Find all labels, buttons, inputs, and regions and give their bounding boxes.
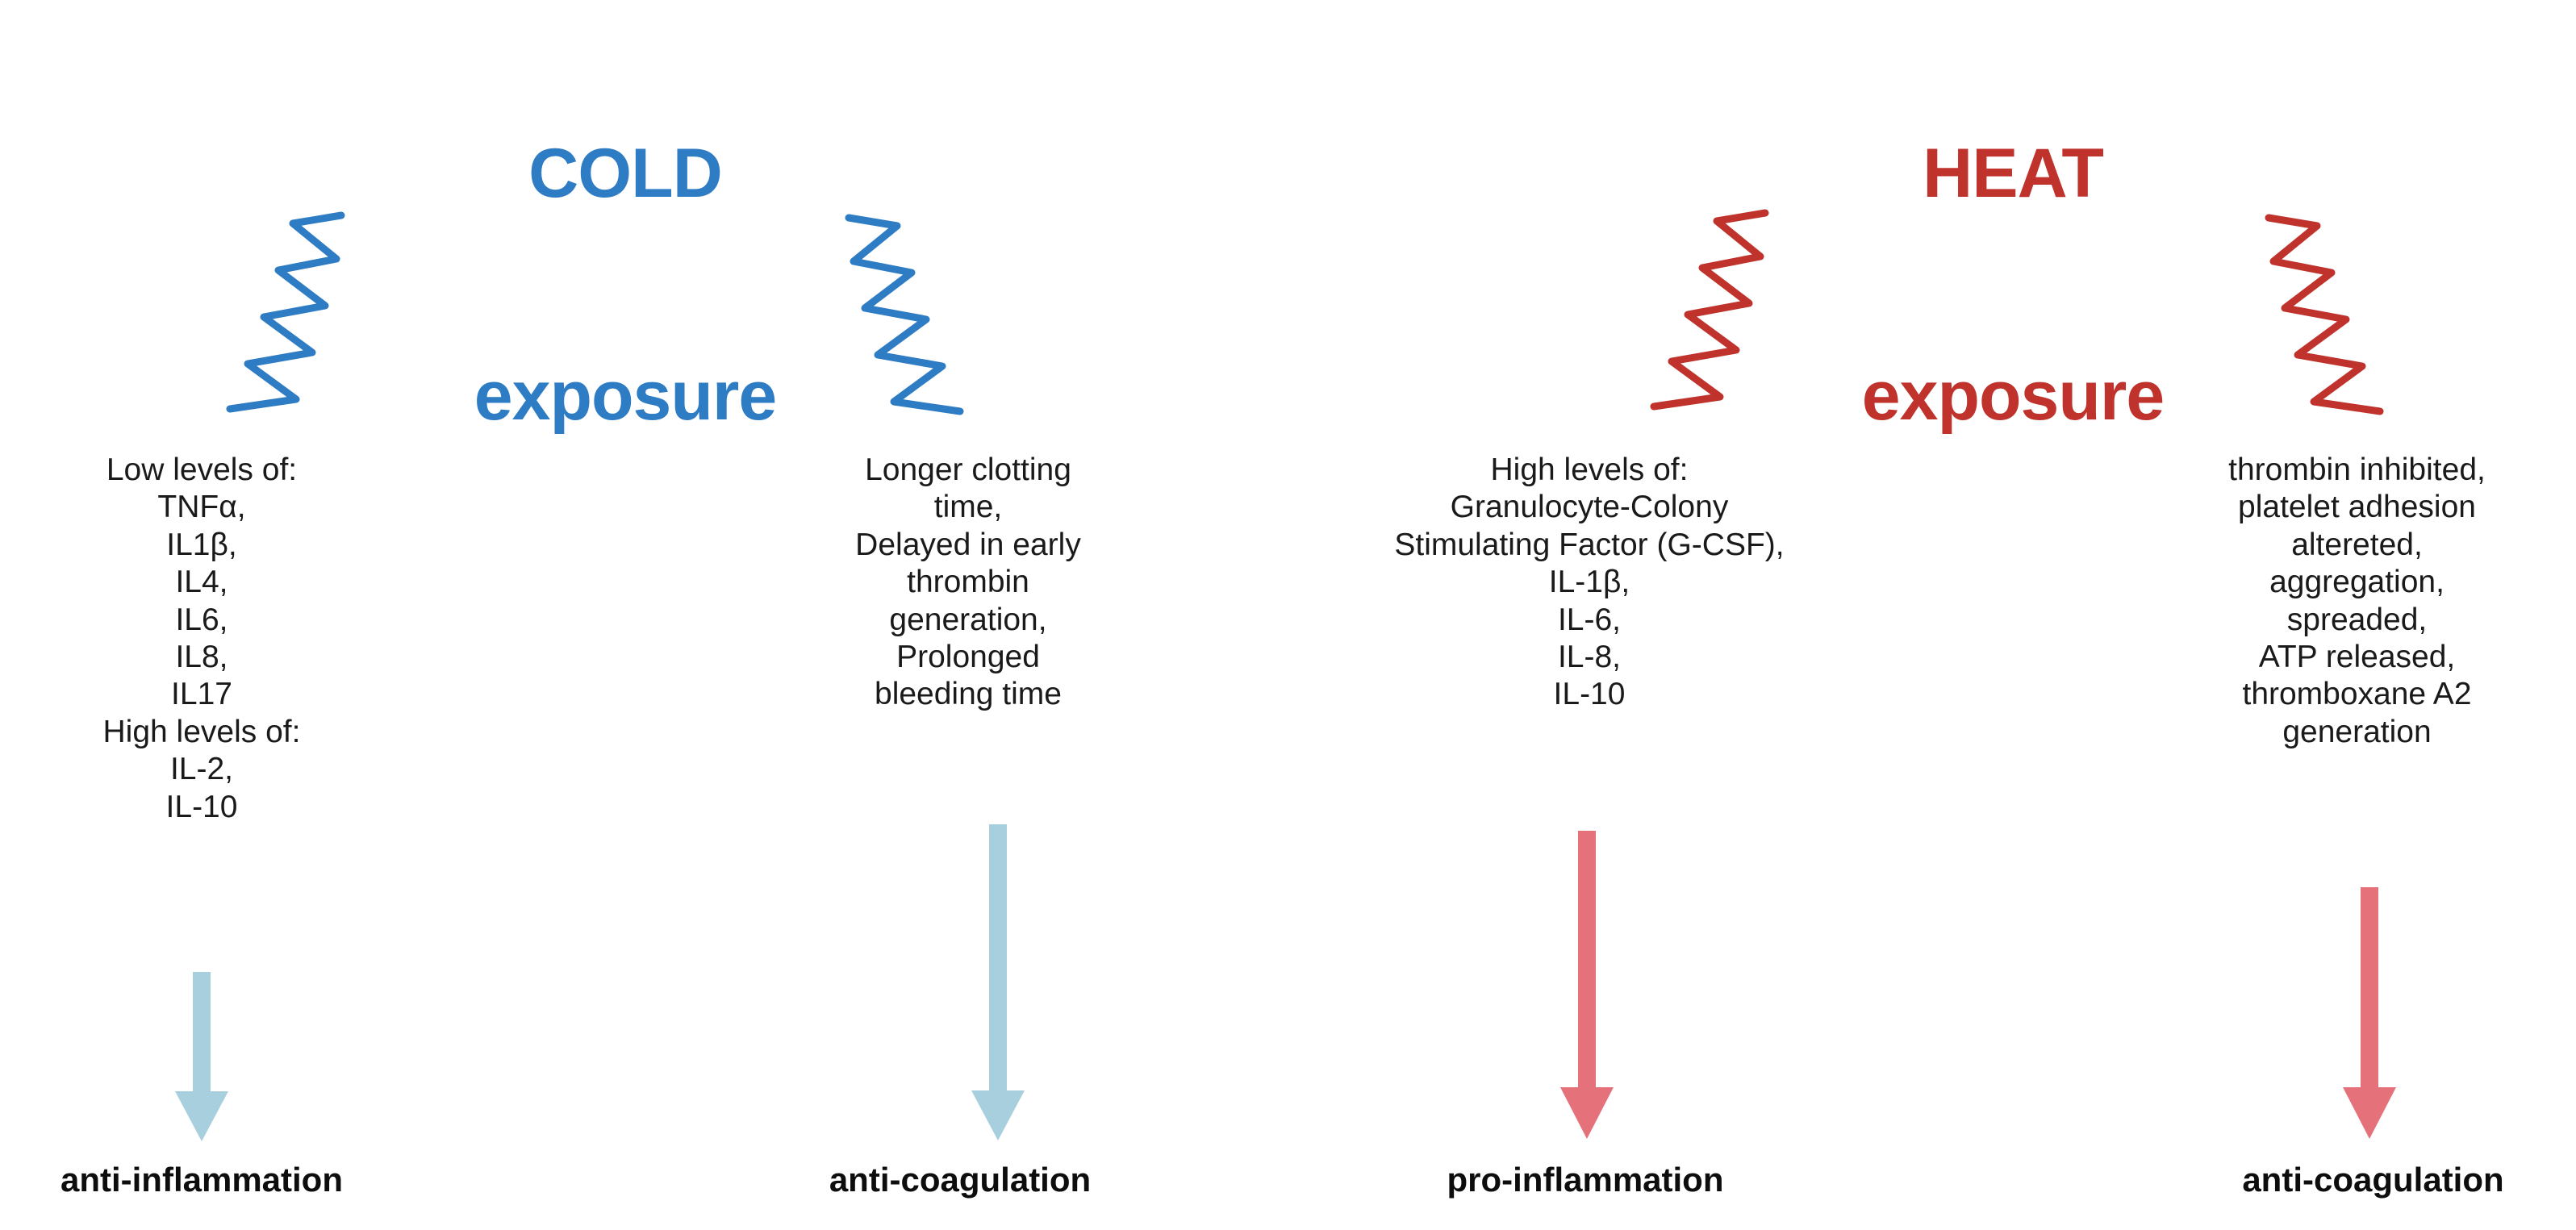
text-line: High levels of: — [102, 714, 301, 749]
text-line: Granulocyte-Colony — [1450, 490, 1729, 525]
cold-left-squiggle-icon — [198, 206, 359, 415]
text-line: IL-8, — [1557, 640, 1622, 675]
outcome-label-anti-coagulation-heat: anti-coagulation — [2242, 1161, 2504, 1199]
cold-title-line2: exposure — [474, 357, 777, 435]
cold-exposure-title: COLD exposure — [347, 0, 904, 569]
text-line: Low levels of: — [106, 452, 298, 487]
text-line: ATP released, — [2258, 640, 2456, 675]
outcome-label-anti-inflammation: anti-inflammation — [60, 1161, 343, 1199]
heat-coagulation-arrow-icon — [2340, 887, 2399, 1139]
text-line: TNFα, — [157, 490, 246, 525]
text-line: Prolonged — [896, 640, 1040, 675]
text-line: Longer clotting — [865, 452, 1071, 487]
text-line: Delayed in early — [855, 527, 1081, 562]
text-line: generation — [2282, 714, 2432, 749]
text-line: thromboxane A2 — [2242, 677, 2472, 712]
text-line: IL-2, — [169, 752, 234, 787]
cold-title-line1: COLD — [528, 135, 723, 212]
text-line: IL-10 — [165, 789, 238, 824]
cold-coagulation-arrow-icon — [968, 824, 1028, 1140]
text-line: altereted, — [2291, 527, 2423, 562]
heat-inflammation-arrow-icon — [1557, 831, 1617, 1139]
text-line: bleeding time — [875, 677, 1062, 712]
text-line: thrombin — [907, 565, 1029, 600]
text-line: thrombin inhibited, — [2228, 452, 2486, 487]
cold-inflammation-arrow-icon — [172, 972, 232, 1141]
text-line: spreaded, — [2286, 602, 2428, 637]
heat-title-line1: HEAT — [1923, 135, 2104, 212]
heat-title-line2: exposure — [1861, 357, 2165, 435]
text-line: IL8, — [175, 640, 228, 675]
cold-inflammation-text: Low levels of: TNFα, IL1β, IL4, IL6, IL8… — [0, 452, 403, 826]
text-line: IL1β, — [166, 527, 237, 562]
text-line: High levels of: — [1490, 452, 1689, 487]
text-line: IL-1β, — [1548, 565, 1630, 600]
text-line: platelet adhesion — [2238, 490, 2476, 525]
outcome-label-anti-coagulation-cold: anti-coagulation — [829, 1161, 1092, 1199]
text-line: generation, — [889, 602, 1047, 637]
heat-exposure-title: HEAT exposure — [1735, 0, 2291, 569]
text-line: Stimulating Factor (G-CSF), — [1394, 527, 1785, 562]
heat-coagulation-text: thrombin inhibited, platelet adhesion al… — [2138, 452, 2576, 751]
heat-inflammation-text: High levels of: Granulocyte-Colony Stimu… — [1275, 452, 1904, 714]
text-line: aggregation, — [2269, 565, 2444, 600]
text-line: IL4, — [175, 565, 228, 600]
text-line: IL17 — [171, 677, 232, 712]
text-line: IL-10 — [1553, 677, 1626, 712]
outcome-label-pro-inflammation: pro-inflammation — [1447, 1161, 1724, 1199]
text-line: IL6, — [175, 602, 228, 637]
cold-coagulation-text: Longer clotting time, Delayed in early t… — [787, 452, 1150, 714]
text-line: IL-6, — [1557, 602, 1622, 637]
text-line: time, — [933, 490, 1003, 525]
